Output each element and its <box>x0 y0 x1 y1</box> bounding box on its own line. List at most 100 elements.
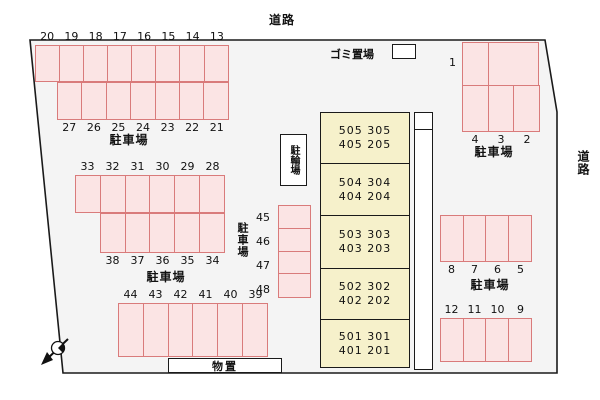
stairwell <box>415 113 432 130</box>
compass-icon <box>41 338 69 365</box>
bike-parking-label: 駐輪場 <box>288 145 299 175</box>
stall-number: 3 <box>497 133 505 146</box>
stall-number: 8 <box>448 263 455 276</box>
stall-number: 14 <box>185 30 200 43</box>
stall-number: 36 <box>155 254 170 267</box>
parking-stall-column <box>278 205 311 298</box>
stall-number: 16 <box>137 30 152 43</box>
parking-stall <box>174 213 201 253</box>
garbage-area-box <box>392 44 416 59</box>
bike-parking-box: 駐輪場 <box>280 134 307 186</box>
storage-box: 物置 <box>168 358 282 373</box>
stall-number: 42 <box>173 288 188 301</box>
stall-number: 10 <box>490 303 505 316</box>
parking-stall <box>462 318 487 362</box>
unit-numbers-line: 501 301 <box>338 329 392 343</box>
unit-numbers-line: 502 302 <box>338 280 392 294</box>
stall-number: 18 <box>88 30 103 43</box>
parking-stall <box>174 175 201 213</box>
parking-stall <box>462 42 489 86</box>
stall-number: 46 <box>256 234 270 248</box>
parking-stall-row <box>440 215 533 262</box>
parking-stall <box>513 85 540 132</box>
parking-stall <box>35 45 61 82</box>
unit-numbers-line: 401 201 <box>338 343 392 357</box>
stall-number: 5 <box>517 263 524 276</box>
parking-stall <box>179 45 205 82</box>
parking-stall <box>167 303 194 357</box>
parking-label-r: 駐車場 <box>470 278 510 292</box>
stall-number: 38 <box>105 254 120 267</box>
stall-number: 7 <box>471 263 478 276</box>
stall-number: 23 <box>160 121 175 134</box>
stall-number: 31 <box>130 160 145 173</box>
parking-stall <box>278 250 311 275</box>
stall-number: 29 <box>180 160 195 173</box>
unit-numbers-line: 403 203 <box>338 242 392 256</box>
parking-stall-row <box>100 213 225 253</box>
garbage-area-label: ゴミ置場 <box>330 48 374 61</box>
storage-label: 物置 <box>212 359 238 373</box>
parking-stall <box>198 213 225 253</box>
stall-number: 35 <box>180 254 195 267</box>
parking-stall <box>149 175 176 213</box>
parking-stall-row <box>35 45 230 82</box>
parking-stall <box>278 273 311 298</box>
parking-stall <box>462 85 489 132</box>
parking-stall <box>100 213 127 253</box>
planting-area <box>487 42 539 86</box>
stall-number: 44 <box>123 288 138 301</box>
stall-number: 20 <box>40 30 55 43</box>
parking-stall <box>155 45 181 82</box>
parking-stall <box>124 175 151 213</box>
stall-number: 17 <box>112 30 127 43</box>
parking-stall <box>142 303 169 357</box>
stall-number: 1 <box>449 56 456 69</box>
parking-stall-row <box>57 82 230 120</box>
road-label-top: 道路 <box>268 13 295 27</box>
stall-number: 40 <box>223 288 238 301</box>
parking-stall <box>105 82 132 120</box>
unit-numbers-line: 404 204 <box>338 189 392 203</box>
road-label-right: 道路 <box>576 150 590 176</box>
parking-stall <box>178 82 205 120</box>
parking-stall <box>203 45 230 82</box>
parking-stall <box>462 215 487 262</box>
parking-stall-row <box>118 303 268 357</box>
stall-number: 25 <box>111 121 126 134</box>
unit-numbers-line: 402 202 <box>338 294 392 308</box>
unit-numbers-line: 504 304 <box>338 175 392 189</box>
stall-number: 30 <box>155 160 170 173</box>
parking-label-a: 駐車場 <box>109 133 149 147</box>
stall-number: 21 <box>209 121 224 134</box>
stall-number: 13 <box>209 30 224 43</box>
parking-stall-row <box>75 175 225 213</box>
stall-number: 12 <box>444 303 459 316</box>
stall-number: 2 <box>523 133 531 146</box>
parking-stall <box>192 303 219 357</box>
parking-stall <box>149 213 176 253</box>
parking-stall <box>487 85 515 132</box>
parking-stall <box>83 45 109 82</box>
parking-stall <box>278 205 311 230</box>
parking-stall <box>485 318 510 362</box>
stall-number: 32 <box>105 160 120 173</box>
parking-label-b: 駐車場 <box>146 270 186 284</box>
parking-stall <box>507 215 533 262</box>
stall-number: 47 <box>256 259 270 273</box>
parking-stall <box>99 175 126 213</box>
stall-number: 26 <box>86 121 101 134</box>
parking-stall <box>57 82 83 120</box>
